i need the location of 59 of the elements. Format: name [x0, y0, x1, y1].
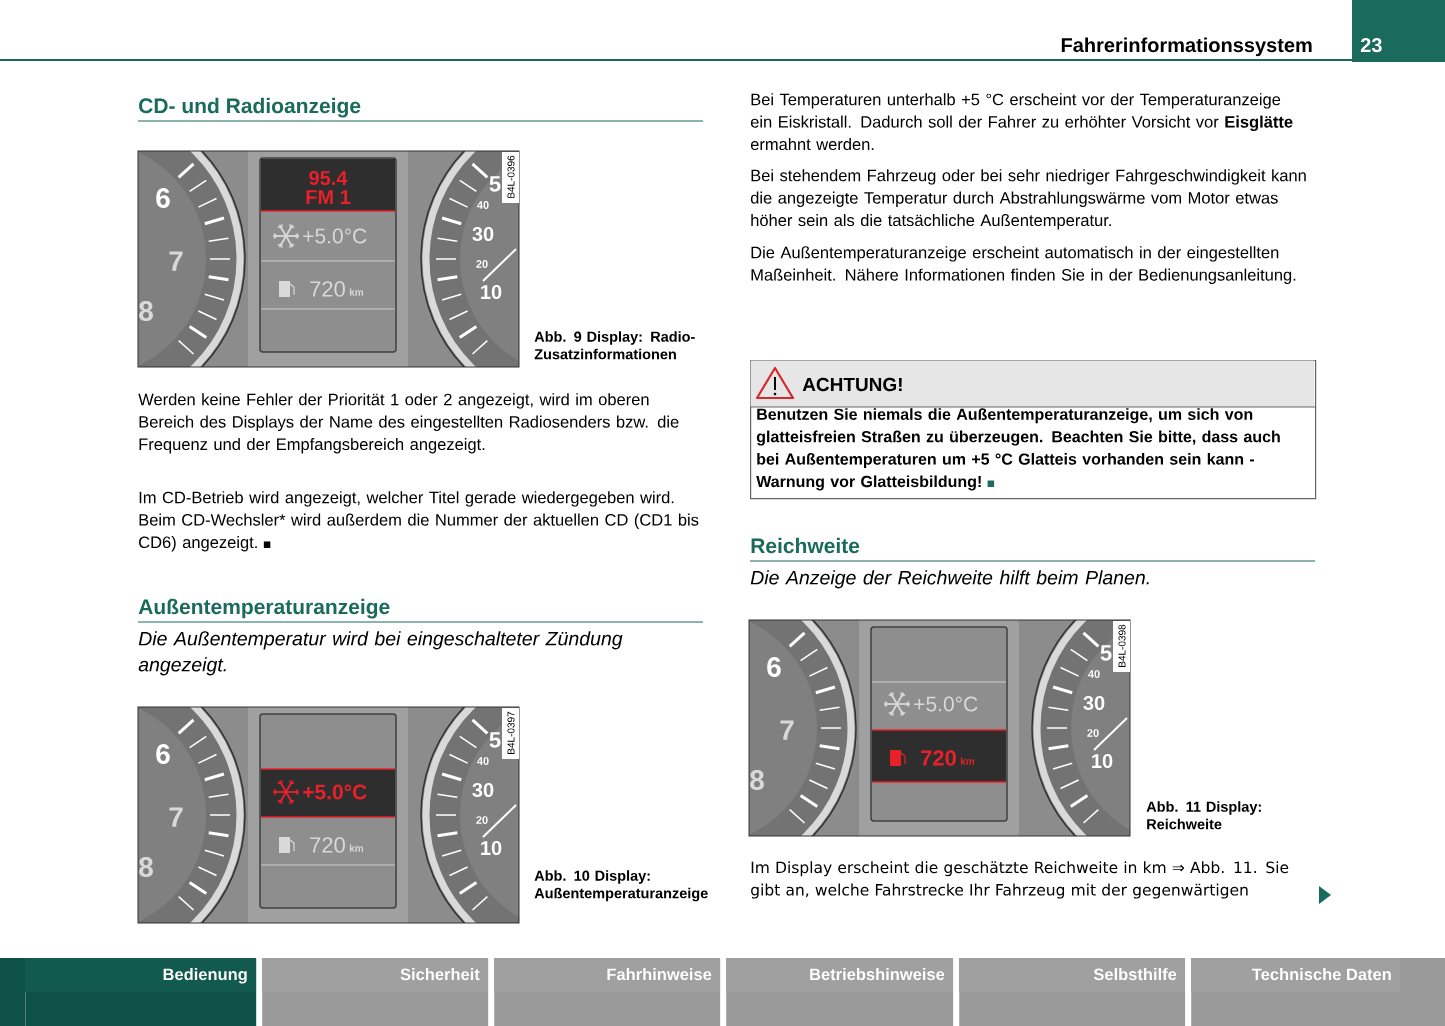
gauge-number: 5: [1100, 645, 1112, 661]
range-value: 720: [921, 750, 956, 766]
gauge-number: 6: [156, 744, 170, 764]
page-title: Fahrerinformationssystem: [1061, 37, 1312, 57]
gauge-number: 6: [767, 657, 781, 677]
section-tab: Sicherheit: [262, 958, 489, 1026]
gauge-number: 7: [780, 720, 794, 740]
gauge-number: 30: [472, 782, 494, 798]
display-text: FM 1: [306, 190, 351, 204]
unit-label: km: [349, 844, 364, 852]
gauge-number: 20: [476, 260, 488, 268]
intro-text: Die Außentemperatur wird bei eingeschalteter Zündung angezeigt.: [138, 631, 623, 676]
gauge-number: 20: [1087, 729, 1099, 737]
figure-caption: Abb. 10 Display: Außentemperaturanzeige: [534, 870, 708, 902]
section-heading: Reichweite: [751, 537, 860, 554]
gauge-number: 5: [489, 176, 501, 192]
temperature-value: +5.0°C: [303, 228, 367, 244]
paragraph: Die Außentemperaturanzeige erscheint automatisch in der eingestellten Maßeinheit. Nähere Informationen finden Sie in der Bedienungsanleitung.: [751, 246, 1296, 284]
paragraph: Bei stehendem Fahrzeug oder bei sehr niedriger Fahrgeschwindigkeit kann die angezeigte Temperatur durch Abstrahlungswärme vom Motor etwas höher sein als die tatsächliche Außentemperatur.: [750, 169, 1306, 230]
intro-text: Die Anzeige der Reichweite hilft beim Planen.: [750, 570, 1149, 589]
gauge-number: 8: [750, 770, 764, 790]
paragraph: Bei Temperaturen unterhalb +5 °C erscheint vor der Temperaturanzeige ein Eiskristall. Dadurch soll der Fahrer zu erhöhter Vorsicht vor Eisglätte ermahnt werden.: [750, 93, 1293, 151]
gauge-number: 10: [481, 284, 502, 300]
gauge-number: 10: [1092, 753, 1113, 769]
temperature-value: +5.0°C: [914, 696, 978, 712]
gauge-number: 7: [169, 807, 183, 827]
gauge-number: 7: [169, 251, 183, 271]
figure-id: B4L-0396: [502, 152, 519, 203]
warning-box: ACHTUNG! Benutzen Sie niemals die Außentemperaturanzeige, um sich von glatteisfreien Straßen zu überzeugen. Beachten Sie bitte, dass auch bei Außentemperaturen um +5 °C Glatteis vorhanden sein kann - Warnung vor Glatteisbildung!: [749, 360, 1317, 500]
paragraph: Im Display erscheint die geschätzte Reichweite in km ⇒ Abb. 11. Sie gibt an, welche Fahrstrecke Ihr Fahrzeug mit der gegenwärtigen: [751, 861, 1289, 899]
figure-caption: Abb. 11 Display: Reichweite: [1146, 801, 1261, 830]
gauge-number: 6: [156, 188, 170, 208]
section-heading: Außentemperaturanzeige: [138, 598, 390, 619]
unit-label: km: [349, 288, 364, 296]
gauge-number: 8: [139, 857, 153, 877]
paragraph: Werden keine Fehler der Priorität 1 oder 2 angezeigt, wird im oberen Bereich des Displays der Name des eingestellten Radiosenders bzw. die Frequenz und der Empfangsbereich angezeigt.: [138, 393, 679, 454]
unit-label: km: [960, 757, 975, 765]
section-tab: Betriebshinweise: [726, 958, 954, 1026]
temperature-value: +5.0°C: [303, 784, 367, 800]
gauge-number: 30: [472, 226, 494, 242]
gauge-number: 40: [477, 757, 489, 765]
range-value: 720: [310, 281, 345, 297]
page-number: 23: [1352, 0, 1445, 62]
gauge-number: 40: [477, 201, 489, 209]
gauge-number: 40: [1088, 670, 1100, 678]
gauge-number: 5: [489, 732, 501, 748]
gauge-number: 20: [476, 816, 488, 824]
gauge-number: 30: [1083, 695, 1105, 711]
paragraph: Im CD-Betrieb wird angezeigt, welcher Titel gerade wiedergegeben wird. Beim CD-Wechsler* wird außerdem die Nummer der aktuellen CD (CD1 bis CD6) angezeigt.: [139, 491, 699, 552]
figure-id: B4L-0398: [1113, 621, 1130, 672]
section-tab: Selbsthilfe: [959, 958, 1186, 1026]
section-heading: CD- und Radioanzeige: [139, 97, 361, 118]
section-tab: Fahrhinweise: [494, 958, 721, 1026]
display-text: 95.4: [309, 170, 348, 186]
range-value: 720: [310, 837, 345, 853]
gauge-number: 8: [139, 301, 153, 321]
gauge-number: 10: [481, 840, 502, 856]
figure-caption: Abb. 9 Display: Radio-Zusatzinformationen: [534, 331, 695, 360]
figure-id: B4L-0397: [502, 708, 519, 759]
